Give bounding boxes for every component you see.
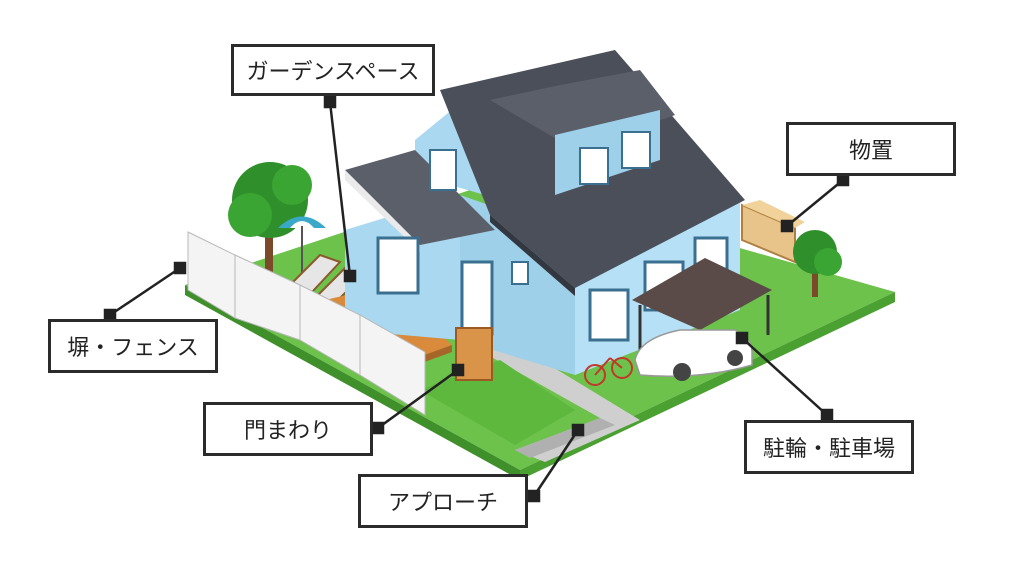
tree-right	[793, 230, 842, 297]
fence	[187, 231, 426, 416]
umbrella	[278, 216, 326, 278]
front-lawn	[420, 360, 575, 445]
label-parking: 駐輪・駐車場	[744, 420, 914, 474]
leader-lines	[103, 95, 850, 503]
label-gate: 門まわり	[203, 402, 373, 456]
label-storage: 物置	[786, 122, 956, 176]
tree-left	[228, 162, 312, 275]
house	[345, 50, 745, 375]
car	[634, 329, 753, 381]
approach-path	[470, 335, 640, 462]
label-fence: 塀・フェンス	[48, 319, 218, 373]
label-approach: アプローチ	[358, 474, 528, 528]
label-garden-space: ガーデンスペース	[231, 44, 435, 96]
bicycle	[584, 357, 633, 386]
